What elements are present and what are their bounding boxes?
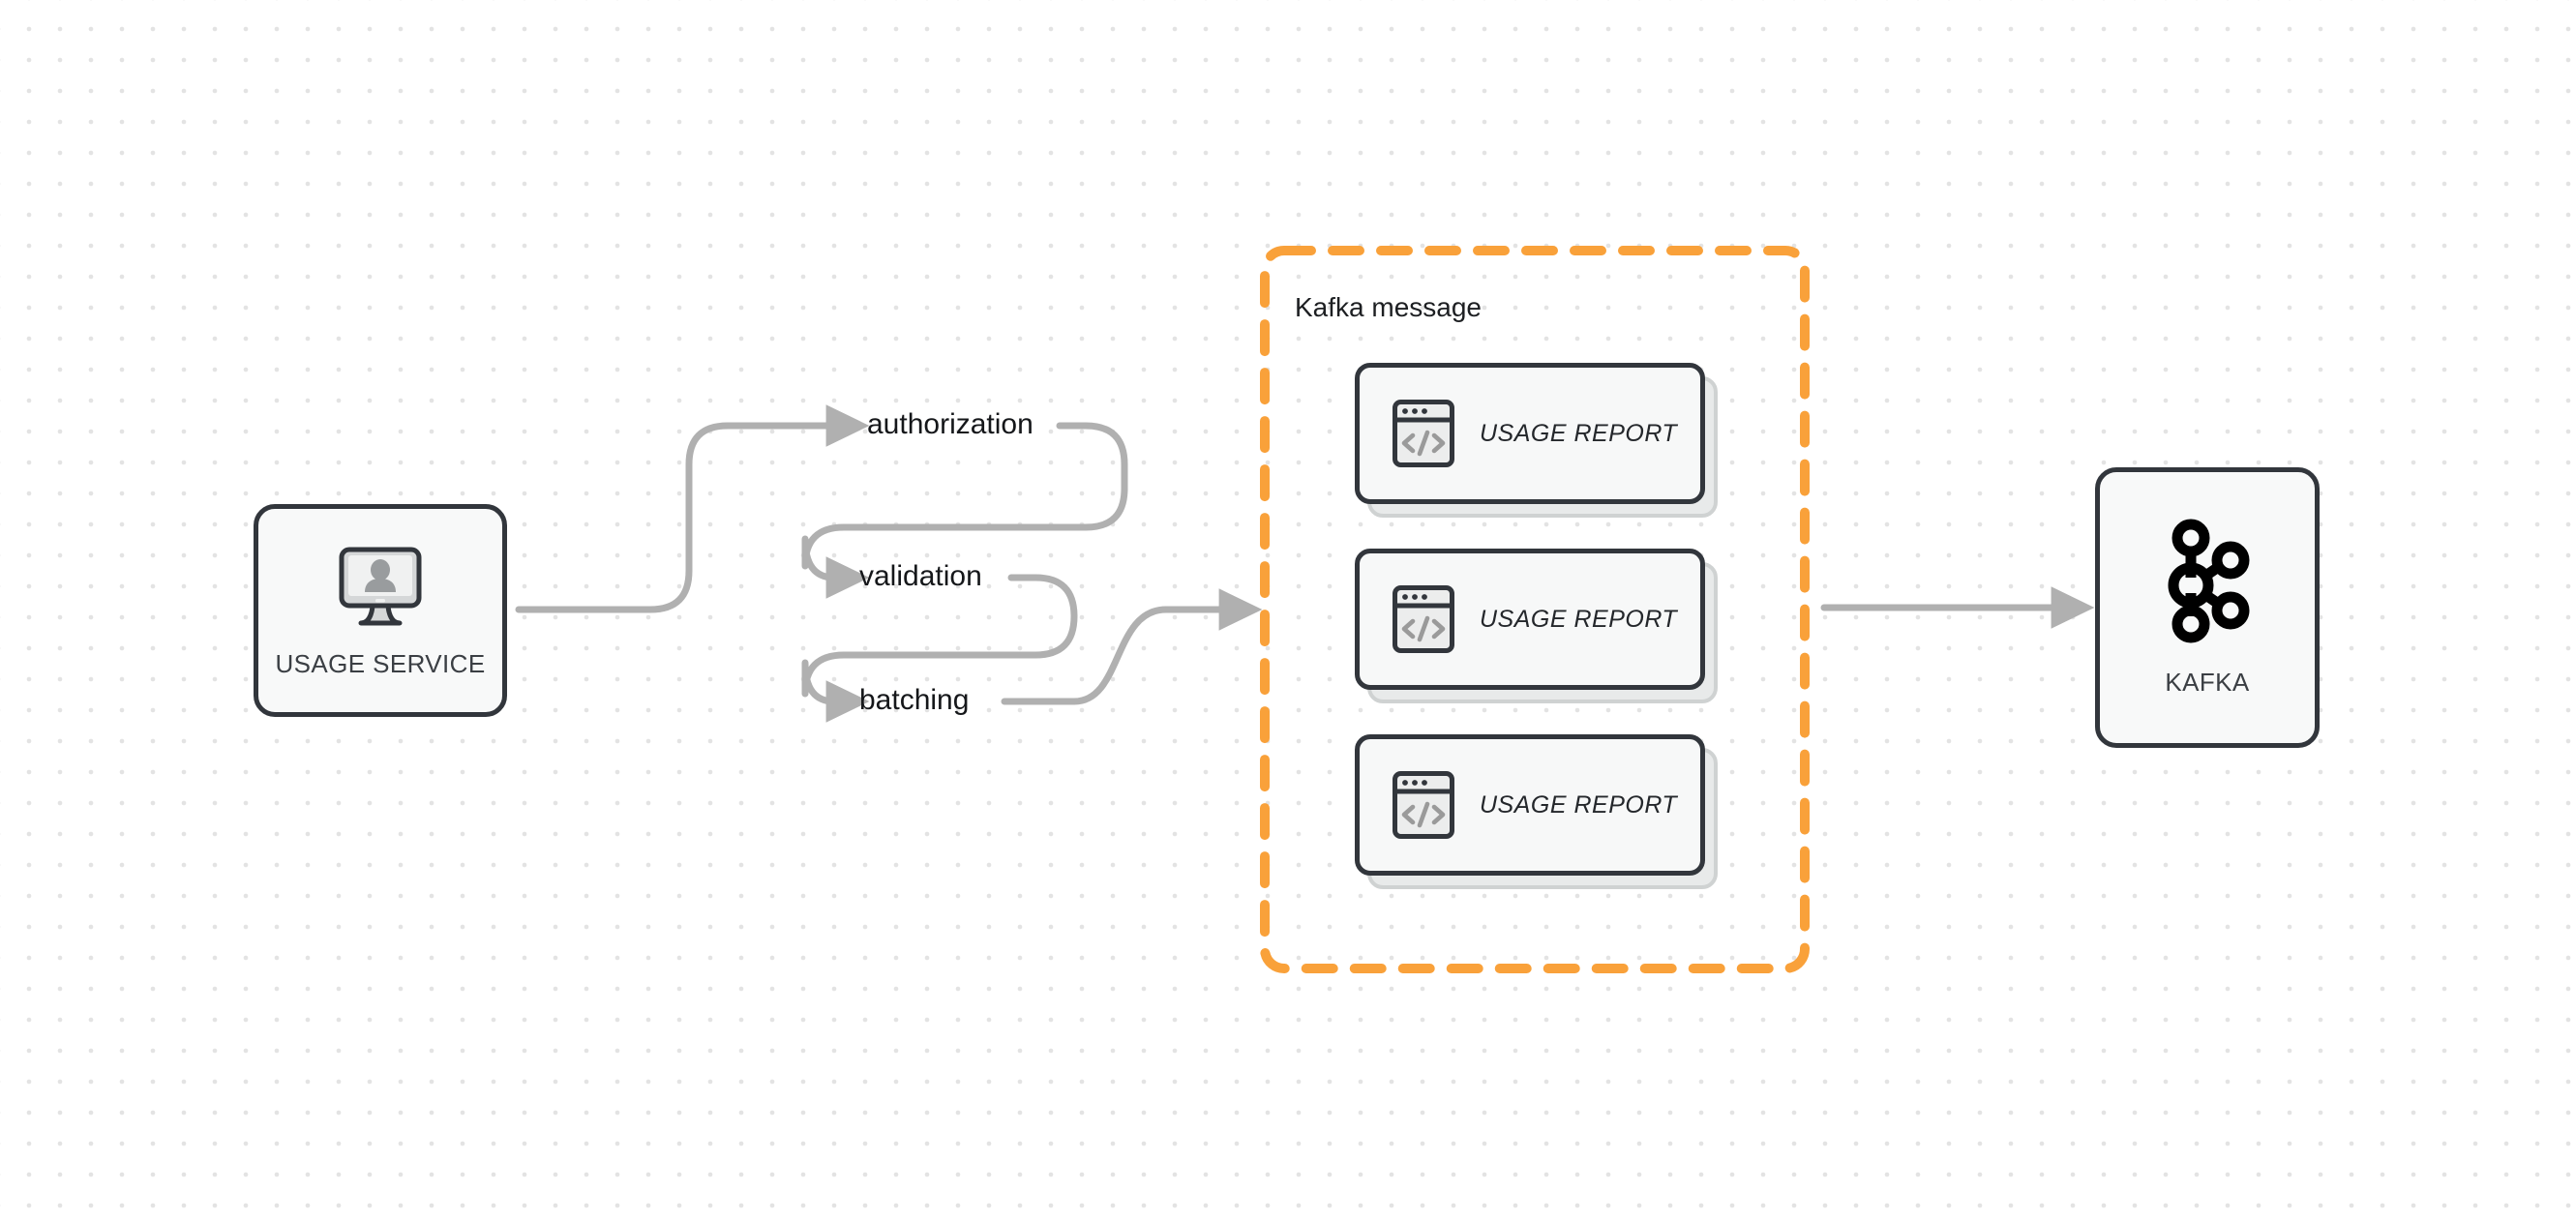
- edge-label-validation: validation: [859, 560, 982, 592]
- node-kafka[interactable]: KAFKA: [2095, 467, 2320, 748]
- edge-label-batching: batching: [859, 684, 970, 716]
- edge-authorization-to-validation: [801, 422, 1128, 599]
- usage-report-card-label: USAGE REPORT: [1480, 605, 1678, 633]
- usage-report-card[interactable]: USAGE REPORT: [1355, 734, 1718, 889]
- node-kafka-label: KAFKA: [2165, 668, 2250, 697]
- edge-validation-to-batching: [801, 574, 1078, 723]
- usage-report-card[interactable]: USAGE REPORT: [1355, 549, 1718, 703]
- edge-batching-to-kafka-message: [1001, 588, 1263, 705]
- code-window-icon: [1392, 770, 1455, 840]
- usage-report-card-label: USAGE REPORT: [1480, 419, 1678, 447]
- node-usage-service-label: USAGE SERVICE: [275, 649, 486, 678]
- edge-usage-service-to-authorization: [515, 404, 870, 613]
- node-usage-service[interactable]: USAGE SERVICE: [254, 504, 507, 717]
- code-window-icon: [1392, 399, 1455, 468]
- edge-label-authorization: authorization: [867, 408, 1033, 440]
- group-kafka-message[interactable]: Kafka message: [1260, 246, 1810, 973]
- group-kafka-message-title: Kafka message: [1295, 292, 1482, 322]
- usage-report-card[interactable]: USAGE REPORT: [1355, 363, 1718, 518]
- monitor-user-icon: [332, 542, 429, 636]
- kafka-logo-icon: [2156, 518, 2259, 648]
- code-window-icon: [1392, 584, 1455, 654]
- usage-report-card-label: USAGE REPORT: [1480, 790, 1678, 819]
